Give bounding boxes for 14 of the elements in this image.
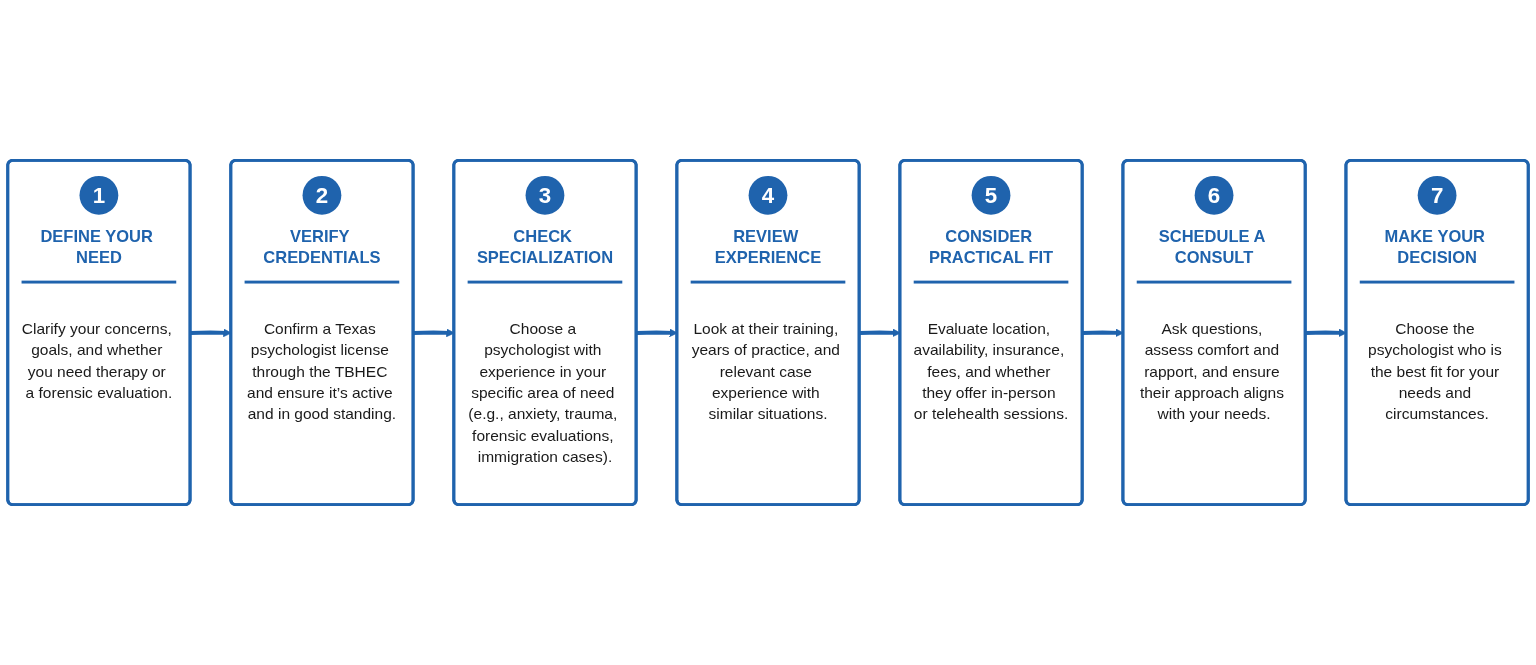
step-description: Evaluate location, availability, insurance, fees, and whether they offer in-person or telehealth sessions. — [913, 319, 1069, 425]
step-description: Choose a psychologist with experience in your specific area of need (e.g., anxiety, trauma, forensic evaluations, immigration cases). — [467, 319, 619, 467]
step-heading: VERIFY CREDENTIALS — [244, 226, 400, 284]
step-heading: DEFINE YOUR NEED — [21, 226, 177, 284]
step-description: Confirm a Texas psychologist license through the TBHEC and ensure it’s active and in good standing. — [246, 319, 398, 425]
step-heading: CHECK SPECIALIZATION — [467, 226, 623, 284]
step-heading: CONSIDER PRACTICAL FIT — [913, 226, 1069, 284]
step-heading: MAKE YOUR DECISION — [1359, 226, 1515, 284]
step-description: Clarify your concerns, goals, and whether you need therapy or a forensic evaluation. — [21, 319, 174, 403]
step-heading: SCHEDULE A CONSULT — [1136, 226, 1292, 284]
step-description: Choose the psychologist who is the best fit for your needs and circumstances. — [1367, 319, 1503, 425]
step-heading: REVIEW EXPERIENCE — [690, 226, 846, 284]
step-description: Ask questions, assess comfort and rapport, and ensure their approach aligns with your needs. — [1138, 319, 1285, 425]
step-description: Look at their training, years of practice, and relevant case experience with similar situations. — [690, 319, 841, 425]
